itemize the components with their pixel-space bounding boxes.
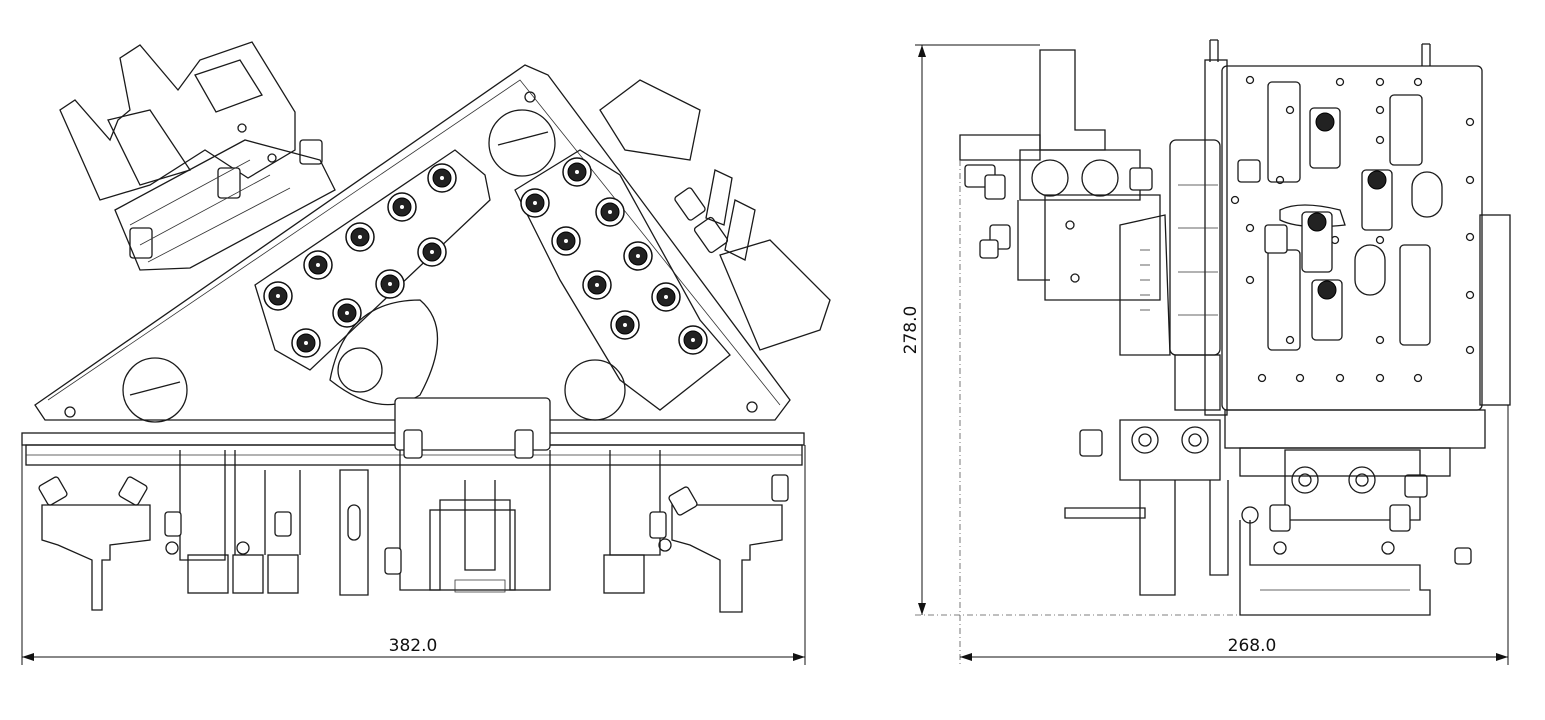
front-m8-connectors <box>263 157 708 358</box>
side-view: 268.0 278.0 <box>901 39 1511 665</box>
connector-icon <box>417 237 447 267</box>
connector-icon <box>387 192 417 222</box>
connector-icon <box>651 282 681 312</box>
front-main-plate <box>34 64 791 423</box>
side-height-dimension: 278.0 <box>901 44 1240 616</box>
connector-icon <box>520 188 550 218</box>
side-main-plate <box>1204 39 1511 416</box>
connector-icon <box>595 197 625 227</box>
front-upper-bracket <box>59 41 336 271</box>
connector-icon <box>610 310 640 340</box>
side-height-dimension-label: 278.0 <box>901 306 921 355</box>
side-lower-assembly <box>1064 409 1486 616</box>
front-right-plate <box>599 79 831 351</box>
connector-icon <box>562 157 592 187</box>
connector-icon <box>551 226 581 256</box>
connector-icon <box>291 328 321 358</box>
connector-icon <box>427 163 457 193</box>
side-ribbed-module <box>1119 139 1221 411</box>
connector-icon <box>345 222 375 252</box>
front-connector-module-left <box>254 149 491 371</box>
front-width-dimension-label: 382.0 <box>389 636 438 656</box>
front-connector-module-right <box>514 149 731 411</box>
connector-icon <box>263 281 293 311</box>
front-center-pin <box>339 469 402 596</box>
front-center-housing <box>394 397 551 593</box>
connector-icon <box>303 250 333 280</box>
side-width-dimension-label: 268.0 <box>1228 636 1277 656</box>
connector-icon <box>623 241 653 271</box>
front-view: 382.0 <box>21 41 831 665</box>
front-lower-right-assembly <box>603 450 789 613</box>
connector-icon <box>375 269 405 299</box>
connector-icon <box>582 270 612 300</box>
front-lower-left-assembly <box>38 450 301 611</box>
connector-icon <box>678 325 708 355</box>
connector-icon <box>332 298 362 328</box>
side-left-tower <box>959 49 1261 301</box>
front-width-dimension: 382.0 <box>21 445 806 665</box>
side-width-dimension: 268.0 <box>959 160 1509 665</box>
